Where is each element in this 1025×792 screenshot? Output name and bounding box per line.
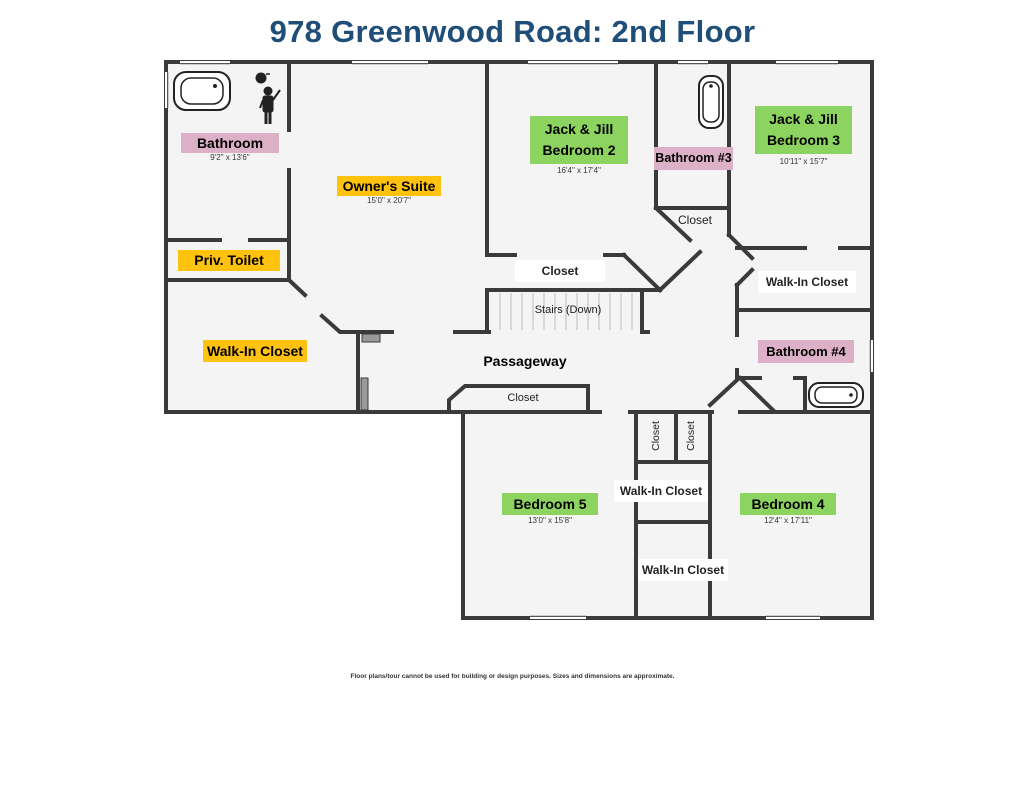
room-label-priv-toilet: Priv. Toilet <box>178 250 280 271</box>
room-dims-bathroom: 9'2" x 13'6" <box>210 153 250 162</box>
shower-icon <box>255 72 281 124</box>
room-label-stairs: Stairs (Down) <box>534 303 602 316</box>
room-label-closet-v2: Closet <box>684 421 697 451</box>
room-label-passageway: Passageway <box>483 352 567 369</box>
room-label-bedroom-2-line1: Jack & Jill <box>544 121 614 137</box>
room-label-walkin-owner: Walk-In Closet <box>203 340 307 362</box>
room-label-bathroom: Bathroom <box>181 133 279 153</box>
room-label-closet-hall: Closet <box>515 260 605 282</box>
disclaimer-text: Floor plans/tour cannot be used for buil… <box>350 673 675 680</box>
stair-treads <box>499 293 633 330</box>
room-label-bedroom-3-line1: Jack & Jill <box>769 111 838 127</box>
room-label-bedroom-4: Bedroom 4 <box>740 493 836 515</box>
room-label-bedroom-2: Jack & Jill Bedroom 2 <box>530 116 628 164</box>
chimney-blocks <box>360 333 381 411</box>
room-dims-owners-suite: 15'0" x 20'7" <box>367 196 411 205</box>
room-dims-bedroom-3: 10'11" x 15'7" <box>779 157 828 166</box>
room-label-bedroom-5: Bedroom 5 <box>502 493 598 515</box>
room-label-walkin-b3: Walk-In Closet <box>758 271 856 293</box>
bathtub-icon <box>808 382 864 408</box>
window-marks <box>167 63 871 617</box>
bathtub-icon <box>698 75 724 129</box>
room-label-closet-v1: Closet <box>649 421 662 451</box>
room-label-owners-suite: Owner's Suite <box>337 176 441 196</box>
walls <box>164 60 874 620</box>
bathtub-icon <box>173 71 231 111</box>
room-label-bedroom-3: Jack & Jill Bedroom 3 <box>755 106 852 154</box>
room-label-bathroom-3: Bathroom #3 <box>654 147 733 170</box>
room-label-walkin-mid1: Walk-In Closet <box>614 480 708 502</box>
room-label-closet-passageway: Closet <box>507 391 539 404</box>
plan-title: 978 Greenwood Road: 2nd Floor <box>269 14 756 49</box>
room-dims-bedroom-2: 16'4" x 17'4" <box>557 166 601 175</box>
room-label-bedroom-2-line2: Bedroom 2 <box>542 142 616 158</box>
room-label-closet-b3: Closet <box>677 212 712 227</box>
room-dims-bedroom-5: 13'0" x 15'8" <box>528 516 572 525</box>
room-label-bedroom-3-line2: Bedroom 3 <box>766 132 841 148</box>
windows <box>165 61 873 619</box>
room-dims-bedroom-4: 12'4" x 17'11" <box>764 516 812 525</box>
room-label-bathroom-4: Bathroom #4 <box>758 340 854 363</box>
room-label-walkin-mid2: Walk-In Closet <box>638 559 728 581</box>
